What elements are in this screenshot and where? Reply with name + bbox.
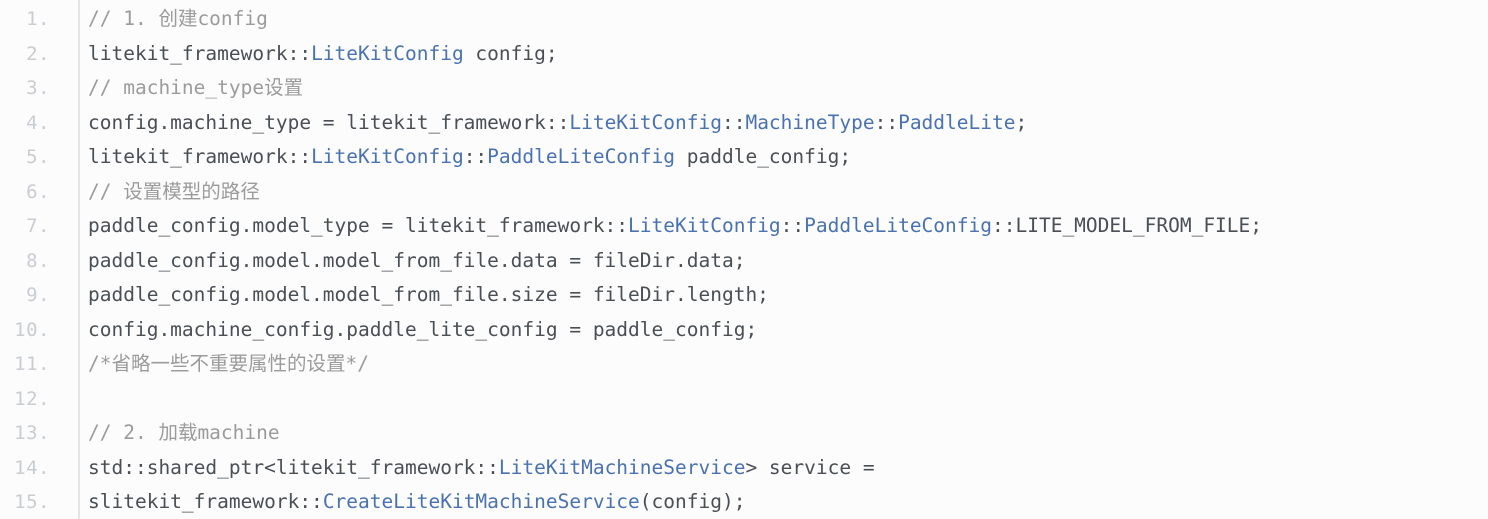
code-line: 3. // machine_type设置 xyxy=(0,71,1488,106)
code-line: 2. litekit_framework::LiteKitConfig confi… xyxy=(0,37,1488,72)
code-token-type: PaddleLiteConfig xyxy=(487,145,676,168)
line-number: 9. xyxy=(26,284,50,306)
code-token-plain: config.machine_config.paddle_lite_config… xyxy=(88,317,758,341)
code-line-text: paddle_config.model_type = litekit_frame… xyxy=(64,209,1488,244)
line-number: 4. xyxy=(26,111,50,134)
code-line: 11. /*省略一些不重要属性的设置*/ xyxy=(0,347,1488,382)
code-line-text: litekit_framework::LiteKitConfig config; xyxy=(64,37,1488,72)
code-line-text: // 2. 加载machine xyxy=(64,416,1488,451)
code-line-text: // 1. 创建config xyxy=(64,2,1488,37)
line-number: 14. xyxy=(14,456,50,479)
code-line-text xyxy=(64,382,1488,417)
code-token-plain: slitekit_framework:: xyxy=(88,490,323,513)
code-token-type: LiteKitConfig xyxy=(311,145,464,168)
code-token-comment: // machine_type设置 xyxy=(88,76,304,99)
code-token-comment: /*省略一些不重要属性的设置*/ xyxy=(88,352,369,375)
code-token-type: CreateLiteKitMachineService xyxy=(322,490,640,513)
code-token-plain: (config); xyxy=(639,490,746,513)
code-line-text: // 设置模型的路径 xyxy=(64,175,1488,210)
code-token-type: PaddleLiteConfig xyxy=(804,214,992,237)
line-number: 3. xyxy=(26,77,50,99)
code-token-plain: litekit_framework:: xyxy=(88,145,312,168)
line-number: 6. xyxy=(26,180,50,203)
code-line: 13. // 2. 加载machine xyxy=(0,416,1488,451)
code-line: 7. paddle_config.model_type = litekit_fra… xyxy=(0,209,1488,244)
code-token-plain: :: xyxy=(721,110,746,134)
code-line-text: // machine_type设置 xyxy=(64,71,1488,106)
code-token-plain: :: xyxy=(780,214,805,237)
code-line-text: config.machine_config.paddle_lite_config… xyxy=(64,313,1488,348)
code-line-text: paddle_config.model.model_from_file.data… xyxy=(64,244,1488,279)
line-number: 1. xyxy=(26,8,50,30)
code-line: 8. paddle_config.model.model_from_file.da… xyxy=(0,244,1488,279)
code-token-plain: :: xyxy=(463,145,488,168)
code-line-text: litekit_framework::LiteKitConfig::Paddle… xyxy=(64,140,1488,175)
code-token-plain: paddle_config; xyxy=(675,145,852,168)
code-token-plain: paddle_config.model.model_from_file.data… xyxy=(88,248,746,272)
line-number: 13. xyxy=(14,422,50,444)
line-number: 2. xyxy=(26,42,50,65)
code-token-plain: std::shared_ptr<litekit_framework:: xyxy=(88,455,499,479)
code-line-text: std::shared_ptr<litekit_framework::LiteK… xyxy=(64,451,1488,486)
code-token-type: LiteKitConfig xyxy=(569,110,722,134)
code-token-comment: // 1. 创建config xyxy=(88,7,268,30)
line-number: 7. xyxy=(26,215,50,237)
code-token-type: LiteKitConfig xyxy=(628,214,781,237)
code-line: 14. std::shared_ptr<litekit_framework::Li… xyxy=(0,451,1488,486)
code-token-plain: ::LITE_MODEL_FROM_FILE; xyxy=(992,214,1263,237)
code-line: 10. config.machine_config.paddle_lite_con… xyxy=(0,313,1488,348)
code-token-type: MachineType xyxy=(745,110,875,134)
code-token-plain: :: xyxy=(874,110,899,134)
code-token-type: LiteKitConfig xyxy=(311,41,464,65)
code-line: 1. // 1. 创建config xyxy=(0,2,1488,37)
code-token-plain: litekit_framework:: xyxy=(88,41,312,65)
code-token-comment: // 2. 加载machine xyxy=(88,421,280,444)
gutter-divider xyxy=(78,0,80,519)
code-line: 15. slitekit_framework::CreateLiteKitMach… xyxy=(0,485,1488,519)
code-line: 9. paddle_config.model.model_from_file.si… xyxy=(0,278,1488,313)
code-line: 6. // 设置模型的路径 xyxy=(0,175,1488,210)
line-number: 12. xyxy=(14,387,50,410)
line-number: 10. xyxy=(14,318,50,341)
code-token-comment: // 设置模型的路径 xyxy=(88,179,260,203)
code-token-plain: config; xyxy=(463,41,558,65)
line-number: 8. xyxy=(26,249,50,272)
code-line: 5. litekit_framework::LiteKitConfig::Padd… xyxy=(0,140,1488,175)
code-token-plain: config.machine_type = litekit_framework:… xyxy=(88,110,570,134)
code-token-plain: paddle_config.model.model_from_file.size… xyxy=(88,283,769,306)
code-line-text: paddle_config.model.model_from_file.size… xyxy=(64,278,1488,313)
code-token-type: PaddleLite xyxy=(898,110,1016,134)
code-line-text: config.machine_type = litekit_framework:… xyxy=(64,106,1488,141)
code-line-text: /*省略一些不重要属性的设置*/ xyxy=(64,347,1488,382)
line-number: 11. xyxy=(14,353,50,375)
line-number: 15. xyxy=(14,491,50,513)
code-line: 12. xyxy=(0,382,1488,417)
code-line-text: slitekit_framework::CreateLiteKitMachine… xyxy=(64,485,1488,519)
code-line: 4. config.machine_type = litekit_framewor… xyxy=(0,106,1488,141)
line-number: 5. xyxy=(26,146,50,168)
code-token-plain: ; xyxy=(1015,110,1028,134)
code-token-plain: > service = xyxy=(745,455,875,479)
code-token-type: LiteKitMachineService xyxy=(498,455,746,479)
code-token-plain: paddle_config.model_type = litekit_frame… xyxy=(88,214,629,237)
